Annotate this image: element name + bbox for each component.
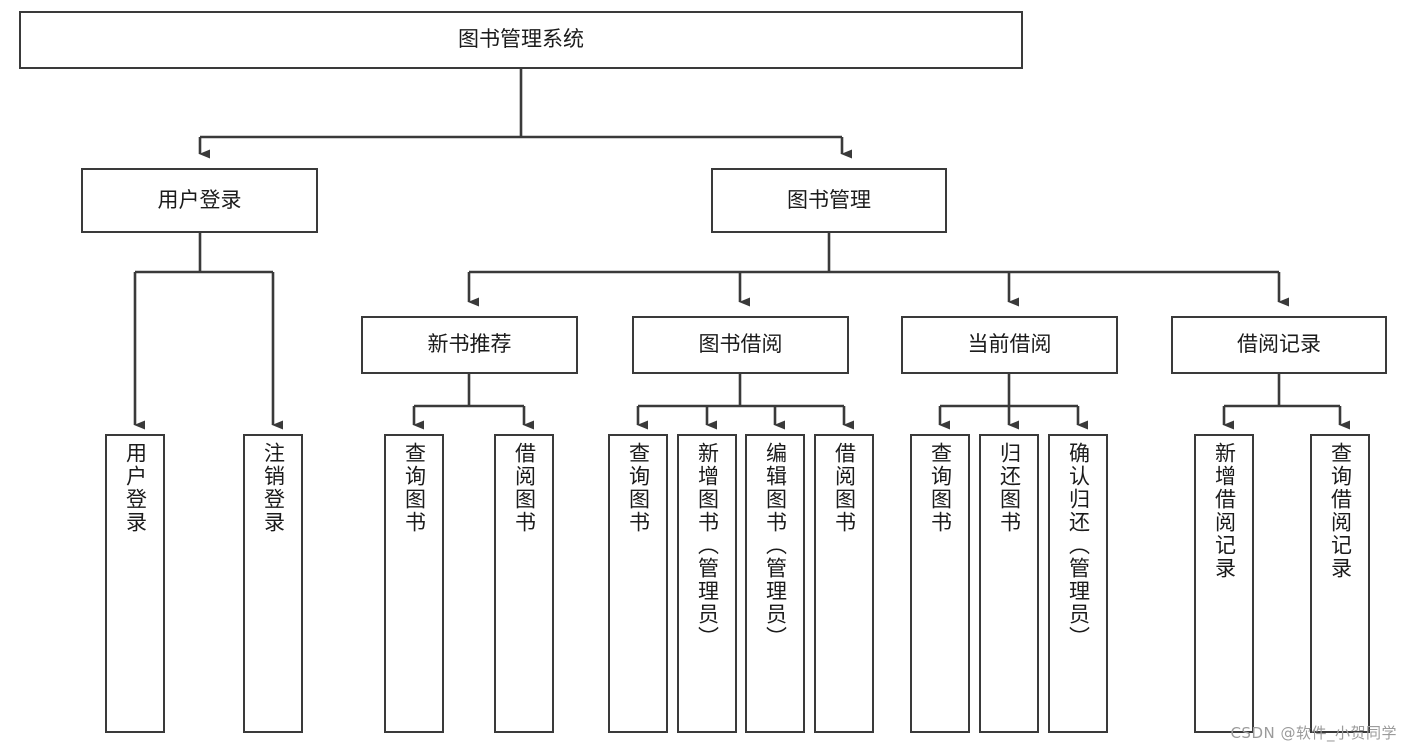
leaf-return-book-label: 归还图书 — [997, 442, 1022, 534]
leaf-query-book-1-label: 查询图书 — [402, 442, 427, 534]
leaf-query-book-3-label: 查询图书 — [928, 442, 953, 534]
leaf-add-book[interactable]: 新增图书（管理员） — [677, 434, 737, 733]
leaf-user-login[interactable]: 用户登录 — [105, 434, 165, 733]
watermark-text: CSDN @软件_小贺同学 — [1230, 724, 1397, 742]
node-borrow-record[interactable]: 借阅记录 — [1171, 316, 1387, 374]
node-current-borrow[interactable]: 当前借阅 — [901, 316, 1118, 374]
node-book-borrow[interactable]: 图书借阅 — [632, 316, 849, 374]
node-book-manage-label: 图书管理 — [787, 187, 871, 212]
leaf-borrow-book-1[interactable]: 借阅图书 — [494, 434, 554, 733]
node-borrow-record-label: 借阅记录 — [1237, 332, 1321, 357]
node-current-borrow-label: 当前借阅 — [967, 332, 1052, 357]
node-new-book-recommend-label: 新书推荐 — [427, 332, 512, 357]
node-root[interactable]: 图书管理系统 — [19, 11, 1023, 69]
node-user-login[interactable]: 用户登录 — [81, 168, 318, 233]
leaf-confirm-return-label: 确认归还（管理员） — [1066, 442, 1091, 649]
leaf-query-book-2[interactable]: 查询图书 — [608, 434, 668, 733]
leaf-borrow-book-2-label: 借阅图书 — [832, 442, 857, 534]
leaf-query-record[interactable]: 查询借阅记录 — [1310, 434, 1370, 733]
node-book-manage[interactable]: 图书管理 — [711, 168, 947, 233]
leaf-add-record-label: 新增借阅记录 — [1212, 442, 1237, 580]
leaf-edit-book[interactable]: 编辑图书（管理员） — [745, 434, 805, 733]
node-root-label: 图书管理系统 — [458, 27, 584, 52]
leaf-borrow-book-1-label: 借阅图书 — [512, 442, 537, 534]
leaf-confirm-return[interactable]: 确认归还（管理员） — [1048, 434, 1108, 733]
leaf-query-book-1[interactable]: 查询图书 — [384, 434, 444, 733]
leaf-query-book-3[interactable]: 查询图书 — [910, 434, 970, 733]
leaf-borrow-book-2[interactable]: 借阅图书 — [814, 434, 874, 733]
leaf-query-record-label: 查询借阅记录 — [1328, 442, 1353, 580]
node-user-login-label: 用户登录 — [157, 187, 242, 212]
leaf-user-login-label: 用户登录 — [123, 442, 148, 534]
node-book-borrow-label: 图书借阅 — [698, 332, 783, 357]
node-new-book-recommend[interactable]: 新书推荐 — [361, 316, 578, 374]
leaf-query-book-2-label: 查询图书 — [626, 442, 651, 534]
leaf-logout-label: 注销登录 — [261, 442, 286, 534]
leaf-logout[interactable]: 注销登录 — [243, 434, 303, 733]
leaf-return-book[interactable]: 归还图书 — [979, 434, 1039, 733]
leaf-edit-book-label: 编辑图书（管理员） — [763, 442, 788, 649]
leaf-add-book-label: 新增图书（管理员） — [695, 442, 720, 649]
leaf-add-record[interactable]: 新增借阅记录 — [1194, 434, 1254, 733]
